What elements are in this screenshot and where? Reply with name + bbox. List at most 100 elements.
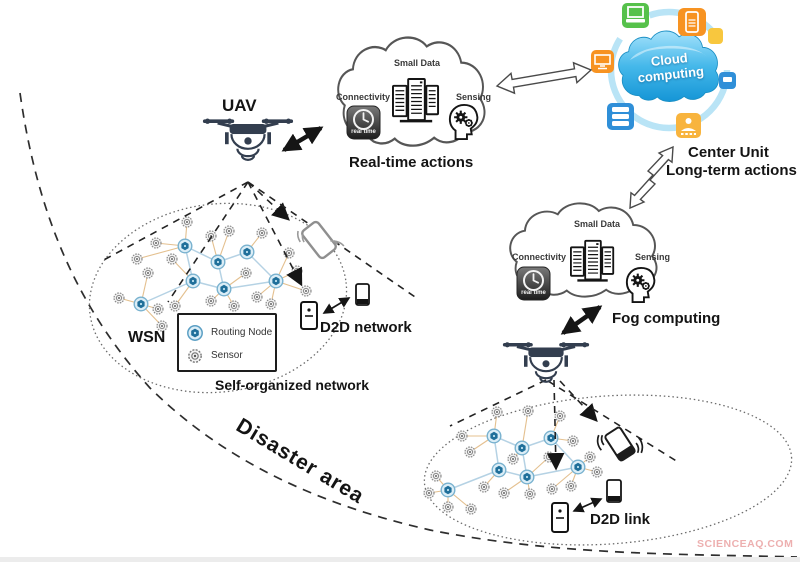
fog-center-arrow [629,145,674,210]
cloud-exchange-arrow [495,61,593,95]
sensor-node [546,483,558,495]
bottom-strip [0,557,800,562]
sensor-node [554,410,566,422]
sensor-node [430,470,442,482]
sensor-node [300,285,312,297]
laptop-tile-icon [622,3,649,28]
cloud2-small-data: Small Data [574,219,621,229]
cloud1-realtime-label: real time [351,129,376,135]
legend-row-routing: Routing Node [186,321,275,344]
sensor-node [291,265,303,277]
routing-node [486,428,502,444]
routing-node [519,469,535,485]
disaster-area-boundary [19,92,798,558]
routing-node [133,296,149,312]
sensor-node [478,481,490,493]
routing-node [570,459,586,475]
watermark: SCIENCEAQ.COM [697,538,794,550]
sensor-node [223,225,235,237]
routing-node [177,238,193,254]
servers-icon-1 [391,77,440,123]
sensor-node [205,230,217,242]
sensor-node [152,303,164,315]
sensor-node [131,253,143,265]
fog-computing-label: Fog computing [612,310,721,327]
sensor-node [251,291,263,303]
sensor-node [150,237,162,249]
sensing-head-icon-2 [625,266,656,304]
d2d-link-label: D2D link [590,511,651,528]
long-term-actions-label: Long-term actions [666,162,797,179]
legend-routing-label: Routing Node [211,327,273,338]
sensor-node [584,451,596,463]
uav1-beams [99,181,419,303]
cloud1-connectivity: Connectivity [336,92,391,102]
fog-uav2-arrow [560,305,603,335]
cloud1-small-data: Small Data [394,58,441,68]
routing-node [440,482,456,498]
sensor-node [522,405,534,417]
sensor-node [142,267,154,279]
sensor-node [591,466,603,478]
cloud2-realtime-label: real time [521,290,546,296]
routing-node [543,430,559,446]
sensor-node [113,292,125,304]
sensor-node [524,488,536,500]
realtime-actions-label: Real-time actions [349,154,474,171]
routing-node [514,440,530,456]
wsn2-nodes [423,405,603,515]
uav-cloud-arrow [281,126,324,152]
people-tile-icon [676,113,701,138]
wsn2-ellipse [423,394,793,546]
sensor-node [205,295,217,307]
sensor-node [423,487,435,499]
uav2-drone-icon [502,340,590,384]
d2d-link-devices [551,479,622,533]
legend-sensor-label: Sensor [211,350,243,361]
sensor-node [565,480,577,492]
mobile-user-2 [596,426,644,462]
sensor-node [491,406,503,418]
sensor-node [567,435,579,447]
routing-node [210,254,226,270]
mobile-user-1 [296,220,345,260]
routing-node [216,281,232,297]
sensor-node [181,216,193,228]
sensor-node [256,227,268,239]
self-organized-label: Self-organized network [215,377,370,393]
center-unit-label: Center Unit [688,144,769,161]
monitor-tile-icon [591,50,614,73]
routing-node-icon [187,324,203,341]
yellow-tile-icon [708,28,723,44]
sensor-node [456,430,468,442]
sensor-node [464,446,476,458]
uav-label: UAV [222,96,257,115]
cloud-computing-graphic [591,3,736,138]
server-tile-icon [607,103,634,130]
cloud1-sensing: Sensing [456,92,492,102]
uav1-drone-icon [202,117,294,162]
mobile-tile-icon [678,8,706,36]
wsn1-nodes [113,216,312,332]
sensor-node [240,267,252,279]
sensor-node [169,300,181,312]
legend: Routing Node Sensor [177,313,277,372]
sensor-node [507,453,519,465]
sensor-node [442,501,454,513]
wsn1-ellipse [88,202,348,394]
uav2-beams [449,379,679,471]
routing-node [239,244,255,260]
sensor-icon [188,348,202,363]
sensor-node [265,298,277,310]
sensor-node [498,487,510,499]
d2d-network-label: D2D network [320,319,412,336]
legend-row-sensor: Sensor [186,344,275,367]
cloud2-connectivity: Connectivity [512,252,567,262]
sensor-node [166,253,178,265]
d2d-network-devices [300,283,370,330]
wsn-label: WSN [128,329,166,346]
routing-node [185,273,201,289]
sensor-node [465,503,477,515]
